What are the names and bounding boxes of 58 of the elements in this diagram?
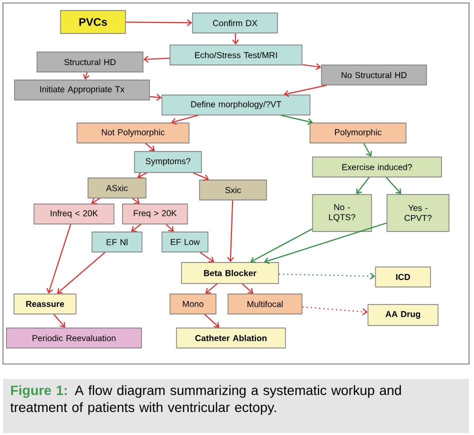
arrow xyxy=(284,84,326,98)
arrow xyxy=(200,252,214,262)
arrow xyxy=(264,222,387,264)
arrow xyxy=(132,198,140,204)
arrow xyxy=(356,177,370,194)
arrow xyxy=(278,272,376,280)
process-box: Exercise induced? xyxy=(312,156,442,178)
arrow xyxy=(166,224,174,232)
process-box: Echo/Stress Test/MRI xyxy=(170,44,302,66)
process-box: Periodic Reevaluation xyxy=(6,328,142,348)
arrow xyxy=(204,314,220,328)
arrow xyxy=(250,228,312,263)
process-box: ASxic xyxy=(88,178,146,198)
process-box: Multifocal xyxy=(228,294,302,314)
arrow xyxy=(126,19,192,26)
process-box: Initiate Appropriate Tx xyxy=(14,80,150,100)
process-box: EF Low xyxy=(162,232,208,252)
process-box: Structural HD xyxy=(36,52,144,72)
arrow xyxy=(143,56,170,63)
arrow xyxy=(46,224,72,294)
process-box: Beta Blocker xyxy=(181,262,279,284)
process-box: Symptoms? xyxy=(134,151,202,173)
process-box: Polymorphic xyxy=(310,122,406,144)
process-box: Yes - CPVT? xyxy=(386,194,450,232)
arrow xyxy=(145,142,155,152)
process-box: Mono xyxy=(170,294,216,314)
process-box: Freq > 20K xyxy=(122,204,188,224)
process-box: Reassure xyxy=(14,294,76,314)
arrow xyxy=(150,94,162,101)
process-box: No Structural HD xyxy=(321,64,427,86)
process-box: Infreq < 20K xyxy=(34,204,114,224)
arrow xyxy=(227,200,234,262)
process-box: Sxic xyxy=(199,180,267,200)
arrow xyxy=(242,283,254,294)
arrow xyxy=(192,172,209,181)
arrow xyxy=(57,252,106,294)
process-box: AA Drug xyxy=(368,304,438,326)
arrow xyxy=(205,283,218,294)
arrow xyxy=(302,63,322,70)
process-box: Confirm DX xyxy=(192,12,278,34)
process-box: No - LQTS? xyxy=(312,194,372,232)
process-box: Define morphology/?VT xyxy=(162,94,310,116)
process-box: ICD xyxy=(375,266,431,288)
arrow xyxy=(363,143,372,157)
process-box: Not Polymorphic xyxy=(76,122,190,144)
arrow xyxy=(91,198,100,204)
start-box: PVCs xyxy=(60,10,126,34)
process-box: EF Nl xyxy=(92,232,142,252)
arrow xyxy=(232,33,239,45)
caption-band: Figure 1: A flow diagram summarizing a systematic workup and treatment of patients with ventricular ectopy. xyxy=(3,379,469,433)
arrow xyxy=(131,224,142,232)
process-box: Catheter Ablation xyxy=(176,328,286,348)
arrow xyxy=(386,176,402,194)
arrow xyxy=(280,114,313,125)
arrow xyxy=(302,306,368,316)
arrow xyxy=(82,72,90,80)
arrow xyxy=(53,314,66,328)
arrow xyxy=(137,172,147,179)
